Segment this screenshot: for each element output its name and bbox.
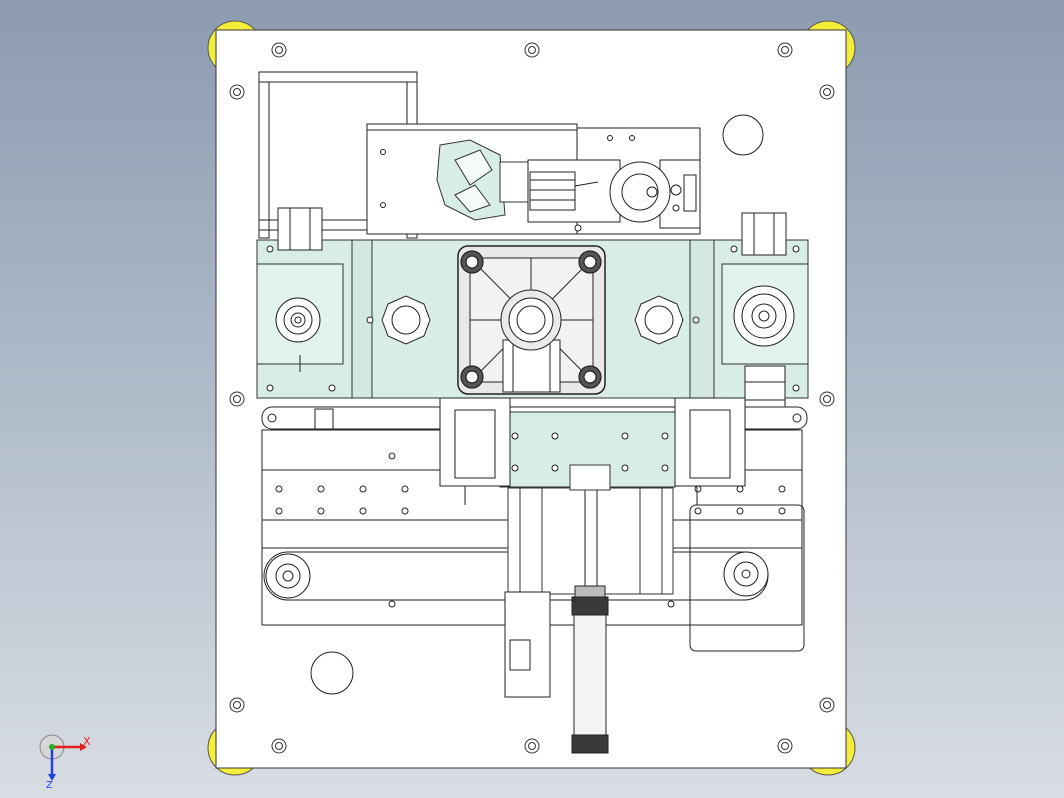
large-hole-top-right: [722, 114, 764, 156]
flange-bolts: [460, 250, 602, 389]
center-slide[interactable]: [499, 411, 676, 595]
side-nuts[interactable]: [381, 295, 684, 345]
large-hole-bottom-left: [310, 651, 354, 695]
lower-cylinder[interactable]: [571, 490, 609, 754]
plate-holes: [229, 42, 835, 754]
gripper-cylinder[interactable]: [527, 159, 697, 223]
conveyor-screws: [275, 452, 786, 608]
gripper-jaws[interactable]: [436, 139, 531, 221]
carriage-screws: [266, 224, 800, 392]
slide-screws: [511, 432, 669, 472]
right-bracket: [689, 504, 805, 652]
center-flange[interactable]: [457, 245, 606, 395]
coordinate-triad-icon: [39, 734, 87, 781]
right-clamp[interactable]: [674, 397, 746, 505]
left-clamp[interactable]: [439, 397, 511, 505]
triad-z-label: Z: [46, 780, 53, 791]
left-bearing-block[interactable]: [275, 207, 323, 372]
motor-block[interactable]: [504, 591, 575, 698]
triad-x-label: X: [83, 735, 91, 748]
